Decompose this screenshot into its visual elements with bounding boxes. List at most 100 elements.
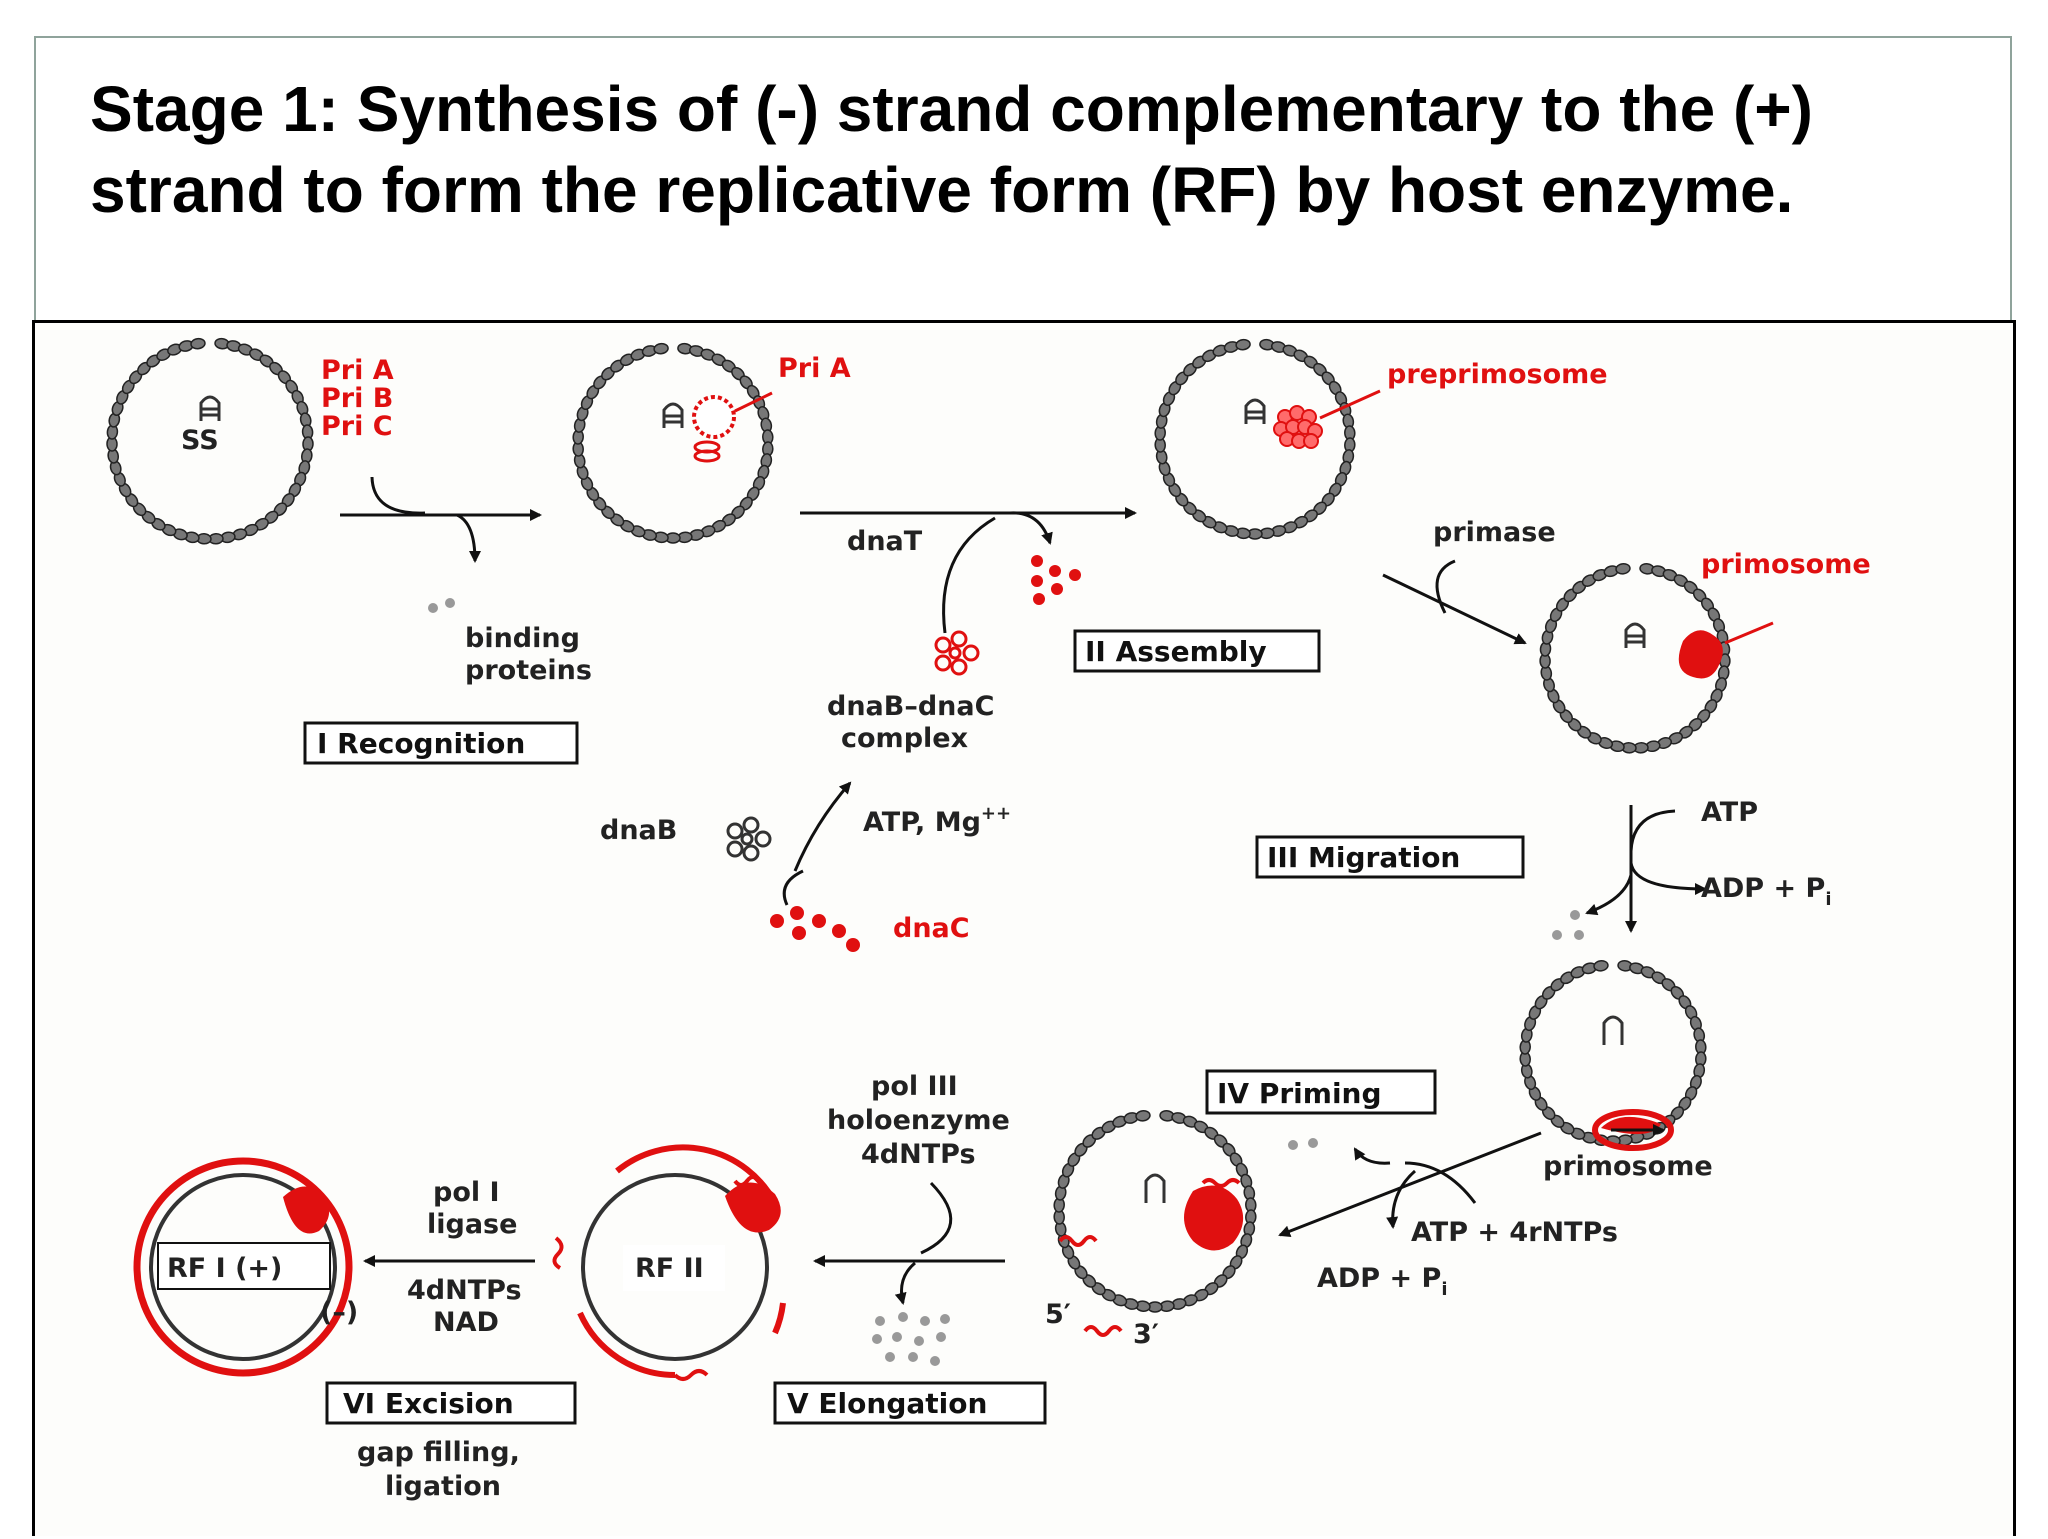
adp-3-text: ADP + P [1701, 873, 1825, 904]
minus-strand-label: (–) [320, 1297, 358, 1328]
rf2-molecule [552, 1144, 786, 1381]
atp-mg-text: ATP, Mg [863, 807, 981, 838]
binding-proteins-label-1: binding [465, 623, 580, 654]
stage-2-label: II Assembly [1085, 635, 1267, 668]
pri-c-label: Pri C [321, 411, 393, 442]
stage-5-label: V Elongation [787, 1387, 987, 1420]
rna-primer-5prime [1083, 1325, 1123, 1337]
atp-3-label: ATP [1701, 797, 1758, 828]
priming-released-dots [1288, 1138, 1318, 1150]
ss-dna-circle [106, 337, 314, 545]
pol3-label-2: holoenzyme [827, 1105, 1010, 1136]
hairpin-3 [1244, 398, 1266, 424]
binding-proteins-label-2: proteins [465, 655, 592, 686]
three-prime-label: 3′ [1133, 1319, 1159, 1350]
pri-b-label: Pri B [321, 383, 393, 414]
stage-3-label: III Migration [1267, 841, 1460, 874]
primosome-blob-top [1678, 630, 1723, 679]
title-box [34, 36, 2012, 322]
ligase-label: ligase [427, 1209, 517, 1240]
diagram-frame: SS Pri A Pri B Pri C Pri A binding prote… [32, 320, 2016, 1536]
pri-a-label: Pri A [321, 355, 394, 386]
binding-protein-dots [428, 598, 455, 613]
dnaB-label: dnaB [600, 815, 677, 846]
hairpin-5 [1602, 1015, 1624, 1045]
elongation-released-dots [872, 1312, 950, 1366]
stage-6-box [325, 1381, 577, 1425]
rf1-molecule [133, 1157, 353, 1377]
stage-1-box [303, 721, 579, 765]
stage-5-box [773, 1381, 1047, 1425]
dntps-6-label: 4dNTPs [407, 1275, 522, 1306]
gap-filling-label-2: ligation [385, 1471, 501, 1502]
dna-bead [653, 342, 669, 355]
rf1-label-box [157, 1242, 331, 1290]
gap-filling-label-1: gap filling, [357, 1437, 520, 1468]
dnaC-label: dnaC [893, 913, 970, 944]
hairpin-4 [1624, 622, 1646, 648]
atp-mg-label: ATP, Mg++ [863, 803, 1011, 838]
primase-label: primase [1433, 517, 1556, 548]
adp-4-label: ADP + Pi [1317, 1263, 1447, 1300]
adp-4-sub: i [1441, 1279, 1447, 1300]
dna-bead [190, 337, 206, 350]
pol3-label-1: pol III [871, 1071, 958, 1102]
primosome-blob-bottom [1592, 1109, 1674, 1151]
dna-bead [1135, 1110, 1151, 1122]
dna-circle-recognized [572, 342, 774, 544]
primosome-pointer-top [1724, 621, 1774, 645]
stage-6-label: VI Excision [343, 1387, 514, 1420]
dnab-dnac-label-2: complex [841, 723, 968, 754]
released-protein-dots [1031, 555, 1081, 605]
primosome-blob-priming [1184, 1185, 1244, 1251]
five-prime-label: 5′ [1045, 1299, 1071, 1330]
slide-title-line-2: strand to form the replicative form (RF)… [90, 154, 1794, 226]
dna-circle-migration [1519, 960, 1707, 1147]
pol3-label-3: 4dNTPs [861, 1139, 976, 1170]
pol1-label: pol I [433, 1177, 500, 1208]
preprimosome-pointer [1319, 389, 1381, 420]
rna-primer-left [1058, 1235, 1098, 1247]
ss-label: SS [181, 425, 219, 456]
dna-circle-primosome [1539, 563, 1731, 754]
atp-mg-sup: ++ [981, 803, 1011, 824]
stage-3-box [1255, 835, 1525, 879]
preprimosome-cluster [1273, 405, 1323, 449]
reaction-arrows [340, 476, 1707, 1305]
pri-a-protein [692, 391, 773, 463]
atp-rntps-label: ATP + 4rNTPs [1411, 1217, 1618, 1248]
hairpin-ss [199, 395, 221, 421]
adp-3-label: ADP + Pi [1701, 873, 1831, 910]
stage-2-box [1073, 629, 1321, 673]
hairpin-6 [1144, 1173, 1166, 1203]
dna-circle-priming [1053, 1110, 1257, 1313]
hairpin-2 [662, 402, 684, 428]
dna-bead [1235, 338, 1251, 351]
adp-3-sub: i [1825, 889, 1831, 910]
preprimosome-label: preprimosome [1387, 359, 1608, 390]
dnab-dnac-label-1: dnaB–dnaC [827, 691, 994, 722]
rf2-label-box [623, 1245, 725, 1291]
pri-a-tag: Pri A [778, 353, 851, 384]
dna-bead [1615, 563, 1631, 575]
primosome-label-bottom: primosome [1543, 1151, 1713, 1182]
adp-4-text: ADP + P [1317, 1263, 1441, 1294]
dnaB-hexamer-icon [726, 816, 772, 862]
dna-bead [1593, 960, 1609, 972]
migration-released-dots [1552, 910, 1584, 940]
replication-diagram: SS Pri A Pri B Pri C Pri A binding prote… [106, 337, 1871, 1502]
dnaT-label: dnaT [847, 526, 923, 557]
preprimosome-subunit [1303, 433, 1319, 449]
dnaB-dnaC-complex-icon [934, 630, 980, 676]
stage-1-label: I Recognition [317, 727, 525, 760]
slide-title-line-1: Stage 1: Synthesis of (-) strand complem… [90, 73, 1813, 145]
dna-circle-preprimosome [1154, 338, 1356, 540]
primosome-label-top: primosome [1701, 549, 1871, 580]
rf2-label: RF II [635, 1253, 704, 1284]
rf1-label: RF I (+) [167, 1253, 282, 1284]
stage-4-box [1205, 1069, 1437, 1115]
rna-primer-priming [1201, 1178, 1241, 1188]
nad-label: NAD [433, 1307, 499, 1338]
stage-4-label: IV Priming [1217, 1077, 1382, 1110]
dnaC-dots [770, 906, 860, 952]
